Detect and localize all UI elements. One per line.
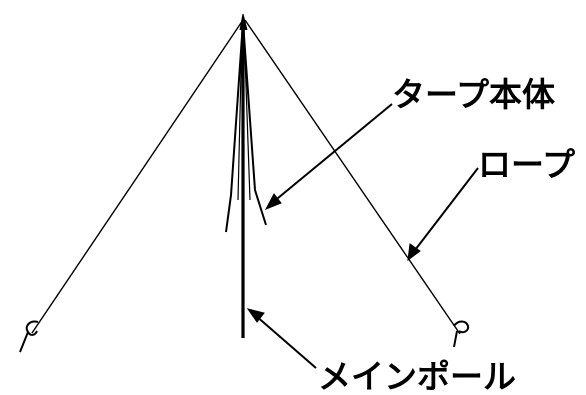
rope-leader-arrowhead	[407, 243, 421, 262]
pole-leader-arrowhead	[246, 308, 265, 323]
tarp-crease-lines	[237, 27, 251, 201]
right-rope-line	[244, 19, 461, 335]
tarp-body-label: タープ本体	[392, 75, 556, 114]
rope-label: ロープ	[478, 145, 576, 184]
right-stake-icon	[453, 320, 470, 348]
main-pole-label: メインポール	[318, 357, 516, 395]
tarp-leader-arrowhead	[264, 193, 282, 210]
left-stake-icon	[19, 320, 39, 353]
pole-leader-line	[254, 314, 317, 369]
rope-leader-line	[411, 167, 479, 255]
tarp-body-shape	[225, 21, 267, 233]
tarp-leader-line	[271, 103, 393, 204]
left-rope-line	[31, 19, 244, 334]
